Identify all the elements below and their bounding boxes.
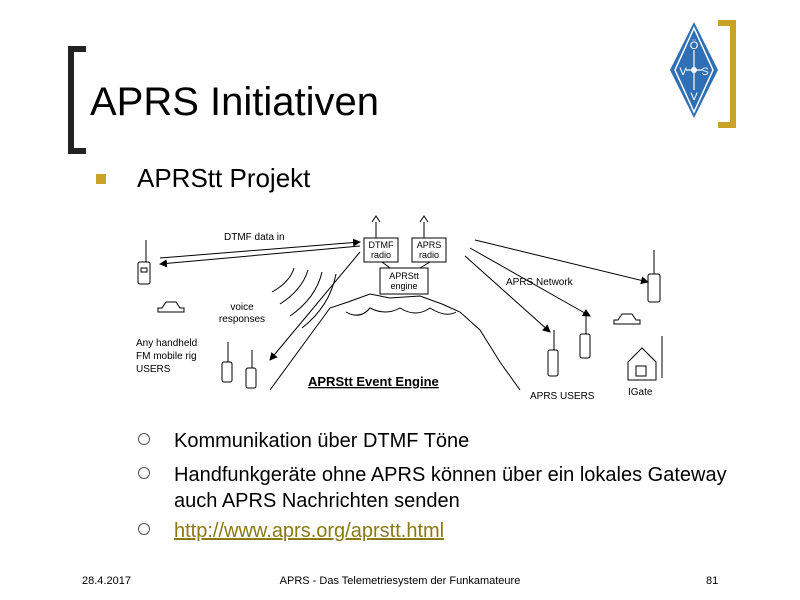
bullet-marker: [96, 174, 106, 184]
right-bracket-decoration: [718, 20, 736, 128]
handheld-radio-icon: [647, 250, 661, 303]
logo-letter-left: V: [679, 66, 687, 78]
users-label-1: Any handheld: [136, 338, 197, 349]
handheld-radio-icon: [137, 240, 151, 285]
igate-label: IGate: [628, 387, 653, 398]
dtmf-radio-label-1: DTMF: [369, 240, 394, 250]
car-icon: [157, 301, 185, 313]
logo-letter-top: Ö: [690, 40, 699, 52]
voice-label-1: voice: [230, 302, 254, 313]
aprs-network-label: APRS Network: [506, 277, 574, 288]
dtmf-radio-label-2: radio: [371, 250, 391, 260]
sub-bullet-1-text: Kommunikation über DTMF Töne: [174, 430, 470, 452]
logo-letter-bottom: V: [690, 91, 698, 103]
voice-label-2: responses: [219, 314, 265, 325]
logo-letter-right: S: [701, 66, 708, 78]
igate-house-icon: [627, 336, 663, 381]
aprs-users-label: APRS USERS: [530, 391, 595, 402]
handheld-radio-icon: [245, 350, 257, 389]
left-bracket-decoration: [68, 46, 86, 154]
engine-label-2: engine: [390, 281, 417, 291]
users-label-3: USERS: [136, 364, 171, 375]
dtmf-data-in-label: DTMF data in: [224, 232, 285, 243]
aprstt-diagram: DTMF data in DTMF radio APRS radio APRSt…: [136, 215, 663, 402]
circle-bullet-icon: [138, 433, 150, 445]
handheld-radio-icon: [547, 330, 559, 377]
engine-label-1: APRStt: [389, 271, 419, 281]
slide-title: APRS Initiativen: [90, 80, 380, 124]
footer-date: 28.4.2017: [82, 575, 131, 587]
main-bullet-text: APRStt Projekt: [137, 163, 311, 193]
aprs-radio-label-2: radio: [419, 250, 439, 260]
footer-page-number: 81: [706, 575, 719, 587]
circle-bullet-icon: [138, 467, 150, 479]
users-label-2: FM mobile rig: [136, 351, 197, 362]
oevsv-logo-icon: Ö V S V: [670, 22, 718, 118]
car-icon: [613, 313, 641, 325]
handheld-radio-icon: [221, 342, 233, 383]
footer-title: APRS - Das Telemetriesystem der Funkamat…: [279, 575, 521, 587]
aprstt-link[interactable]: http://www.aprs.org/aprstt.html: [174, 520, 445, 542]
aprs-radio-label-1: APRS: [417, 240, 442, 250]
sub-bullet-2-text: Handfunkgeräte ohne APRS können über ein…: [174, 464, 727, 512]
circle-bullet-icon: [138, 523, 150, 535]
event-engine-label: APRStt Event Engine: [308, 374, 439, 389]
handheld-radio-icon: [579, 316, 591, 359]
